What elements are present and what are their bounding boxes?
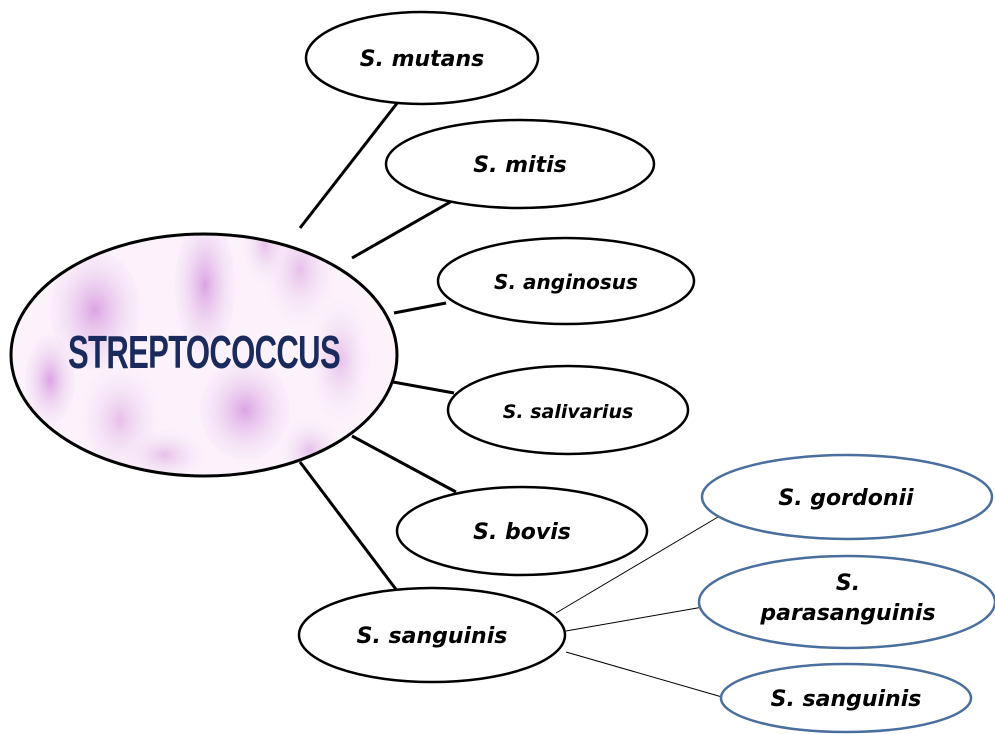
species-label: S. bovis: [473, 520, 571, 545]
connector-mitis: [352, 201, 452, 258]
species-label: S. mutans: [360, 47, 485, 72]
species-node-sanguinis: S. sanguinis: [299, 588, 565, 682]
center-node: STREPTOCOCCUS: [11, 207, 397, 480]
subspecies-label-line2: parasanguinis: [759, 601, 935, 626]
center-label: STREPTOCOCCUS: [68, 326, 340, 378]
connector-sanguinis-sub: [566, 652, 722, 697]
subspecies-node-sanguinis: S. sanguinis: [721, 664, 971, 732]
subspecies-label: S. sanguinis: [771, 687, 922, 712]
connector-parasanguinis: [566, 607, 703, 631]
connector-anginosus: [394, 303, 446, 313]
subspecies-node-gordonii: S. gordonii: [702, 455, 992, 539]
species-label: S. anginosus: [494, 270, 638, 294]
connector-mutans: [300, 102, 398, 228]
species-label: S. salivarius: [503, 401, 634, 423]
species-node-salivarius: S. salivarius: [448, 366, 688, 454]
species-node-anginosus: S. anginosus: [438, 238, 694, 324]
connector-sanguinis: [300, 462, 398, 592]
subspecies-label: S. gordonii: [778, 486, 914, 511]
connector-bovis: [352, 436, 456, 492]
species-node-mitis: S. mitis: [386, 120, 654, 208]
subspecies-label-line1: S.: [836, 571, 860, 596]
species-node-bovis: S. bovis: [397, 487, 647, 575]
subspecies-node-parasanguinis: S. parasanguinis: [699, 556, 995, 648]
species-node-mutans: S. mutans: [306, 12, 538, 104]
species-label: S. sanguinis: [357, 624, 508, 649]
species-label: S. mitis: [473, 153, 566, 178]
